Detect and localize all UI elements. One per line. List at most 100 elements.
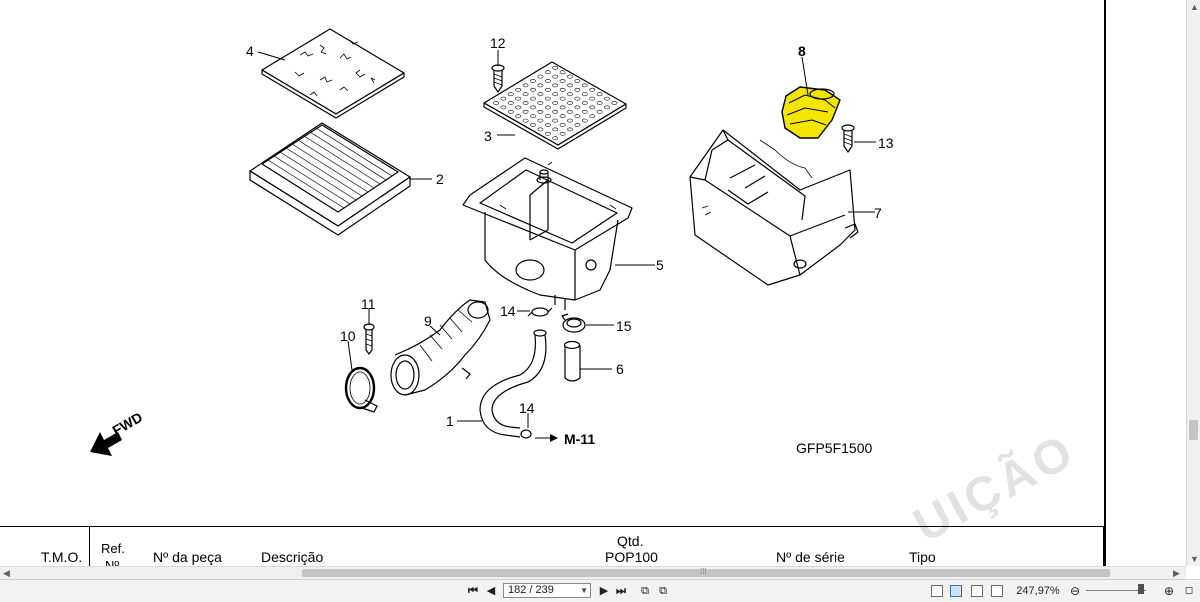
grid-hole <box>559 131 566 136</box>
horizontal-scroll-thumb[interactable]: ⁞⁞⁞ <box>302 567 1110 577</box>
callout-10: 10 <box>340 328 356 344</box>
grid-hole <box>574 105 581 110</box>
callout-3: 3 <box>484 128 492 144</box>
zoom-slider-track[interactable] <box>1086 590 1146 591</box>
col-divider <box>1103 527 1104 566</box>
part-14-clip-upper <box>527 307 553 317</box>
grid-hole <box>507 101 514 105</box>
grid-hole <box>589 87 596 92</box>
grid-hole <box>559 70 566 75</box>
grid-hole <box>544 123 551 127</box>
scroll-left-icon[interactable]: ◀ <box>3 568 10 578</box>
col-qty-top: Qtd. <box>617 533 644 549</box>
zoom-out-icon[interactable]: ⊖ <box>1069 584 1081 598</box>
continuous-view-icon[interactable] <box>950 585 962 597</box>
grid-hole <box>537 127 544 132</box>
last-page-icon[interactable]: ⏭ <box>616 585 626 597</box>
grid-hole <box>589 96 596 101</box>
grid-hole <box>507 109 514 114</box>
page-dropdown-icon[interactable]: ▼ <box>580 586 588 595</box>
grip-icon: ⁞⁞⁞ <box>700 567 707 576</box>
zoom-slider-thumb[interactable] <box>1138 584 1144 594</box>
facing-view-icon[interactable] <box>971 585 983 597</box>
grid-hole <box>500 96 507 101</box>
grid-hole <box>574 123 581 127</box>
grid-hole <box>559 79 566 83</box>
grid-hole <box>596 109 603 114</box>
col-description: Descrição <box>261 549 324 565</box>
callout-9: 9 <box>424 313 432 329</box>
callout-8: 8 <box>798 43 806 59</box>
figure-code: GFP5F1500 <box>796 440 872 456</box>
status-bar: ⏮ ◀ 182 / 239 ▼ ▶ ⏭ ⧉ ⧉ 247,97% ⊖ ⊕ ◻ <box>0 579 1200 602</box>
continuous-facing-view-icon[interactable] <box>991 585 1003 597</box>
arrow-m11 <box>550 434 558 442</box>
callout-1: 1 <box>446 413 454 429</box>
grid-hole <box>581 109 588 114</box>
grid-hole <box>559 87 566 92</box>
scroll-right-icon[interactable]: ▶ <box>1173 568 1180 578</box>
grid-hole <box>581 92 588 97</box>
grid-hole <box>596 92 603 97</box>
page-number-input[interactable]: 182 / 239 ▼ <box>503 583 591 598</box>
fit-page-icon[interactable]: ◻ <box>1184 585 1194 596</box>
grid-hole <box>552 92 559 97</box>
grid-hole <box>552 136 559 141</box>
part-9-connecting-tube <box>390 299 491 396</box>
single-page-view-icon[interactable] <box>931 585 943 597</box>
grid-hole <box>544 87 551 92</box>
col-ref-bottom: Nº <box>105 558 120 566</box>
part-5-cleaner-case <box>462 157 633 310</box>
leader-lines <box>257 50 876 439</box>
grid-hole <box>574 96 581 101</box>
horizontal-scrollbar[interactable]: ◀ ⁞⁞⁞ ▶ <box>0 566 1186 579</box>
grid-hole <box>522 118 529 123</box>
col-serial: Nº de série <box>776 549 845 565</box>
prev-page-icon[interactable]: ◀ <box>486 585 496 597</box>
grid-hole <box>552 101 559 105</box>
col-divider <box>89 527 90 566</box>
grid-hole <box>574 114 581 119</box>
callout-12: 12 <box>490 35 506 51</box>
callout-11: 11 <box>361 296 376 312</box>
grid-hole <box>537 118 544 123</box>
back-view-icon[interactable]: ⧉ <box>641 585 649 597</box>
scroll-down-icon[interactable]: ▼ <box>1190 554 1199 564</box>
grid-hole <box>567 118 573 123</box>
grid-hole <box>567 109 573 114</box>
zoom-in-icon[interactable]: ⊕ <box>1163 584 1175 598</box>
grid-hole <box>522 109 529 114</box>
col-qty-bottom: POP100 <box>605 549 658 565</box>
grid-hole <box>544 70 551 75</box>
grid-hole <box>530 96 536 101</box>
forward-view-icon[interactable]: ⧉ <box>659 585 667 597</box>
grid-hole <box>544 131 551 136</box>
grid-hole <box>522 92 529 97</box>
part-12-screw <box>491 64 505 93</box>
vertical-scroll-thumb[interactable] <box>1189 420 1198 440</box>
grid-hole <box>552 118 559 123</box>
next-page-icon[interactable]: ▶ <box>599 585 609 597</box>
part-10-clamp <box>344 366 378 413</box>
part-4-sponge <box>261 28 405 119</box>
grid-hole <box>515 96 522 101</box>
part-1-drain-tube <box>479 329 547 439</box>
grid-hole <box>559 96 566 101</box>
callout-7: 7 <box>874 205 882 221</box>
grid-hole <box>581 101 588 105</box>
grid-hole <box>552 65 559 70</box>
grid-hole <box>552 109 559 114</box>
scroll-up-icon[interactable]: ▲ <box>1190 2 1199 12</box>
callout-2: 2 <box>436 171 444 187</box>
part-2-filter-element <box>249 122 411 236</box>
callout-6: 6 <box>616 361 624 377</box>
first-page-icon[interactable]: ⏮ <box>468 585 478 597</box>
grid-hole <box>559 105 566 110</box>
part-13-screw <box>841 124 855 153</box>
ref-m11: M-11 <box>564 431 595 447</box>
part-6-short-tube <box>563 340 581 382</box>
grid-hole <box>530 79 536 83</box>
vertical-scrollbar[interactable]: ▲ ▼ <box>1186 0 1200 566</box>
grid-hole <box>530 123 536 127</box>
